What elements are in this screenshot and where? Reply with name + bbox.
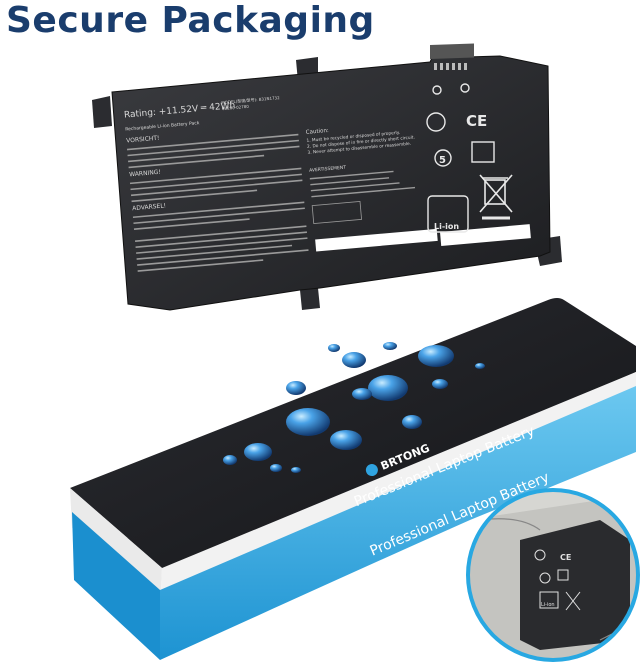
- crossed-bin-icon: [479, 174, 513, 220]
- battery-caption-vorsicht: VORSICHT!: [126, 135, 160, 145]
- battery-white-strip: [315, 228, 438, 252]
- battery-mount-tab: [300, 288, 320, 310]
- plus-terminal-icon: [460, 83, 470, 93]
- battery-part: 0B200-02780: [222, 104, 250, 111]
- battery-mount-tab: [92, 96, 112, 128]
- inset-battery: [520, 520, 630, 650]
- brand-logo-icon: [365, 464, 378, 477]
- inset-ce-mark: CE: [560, 553, 571, 562]
- battery-pack: Rating: +11.52V ═ 42Wh MODEL(型號/型号): B31…: [92, 43, 562, 311]
- battery-caption-warning: WARNING!: [129, 169, 161, 179]
- liion-recycle-icon: [427, 195, 469, 233]
- inset-liion-icon: [539, 591, 559, 609]
- page-title: Secure Packaging: [6, 0, 375, 41]
- inset-s-icon: [539, 572, 551, 584]
- battery-model: MODEL(型號/型号): B31N1732: [221, 94, 280, 105]
- inset-grid-icon: [557, 569, 569, 581]
- battery-avertissement: AVERTISSEMENT: [309, 165, 347, 174]
- inset-liion-label: Li-ion: [541, 602, 555, 608]
- bubble-graphic: [223, 342, 485, 473]
- battery-connector: [430, 43, 474, 59]
- s-mark-glyph: 5: [439, 155, 446, 166]
- box-side-blue: [160, 386, 636, 660]
- inset-border: [466, 488, 640, 662]
- ce-mark: CE: [466, 112, 487, 130]
- battery-small-box: [311, 201, 363, 225]
- s-mark-icon: [434, 149, 452, 167]
- battery-caption-advarsel: ADVARSEL!: [132, 202, 166, 212]
- liion-label: Li-ion: [434, 222, 459, 231]
- box-side-blue-end: [72, 512, 160, 660]
- minus-terminal-icon: [432, 85, 442, 95]
- recycle-mark-icon: [426, 112, 446, 132]
- battery-white-label: [440, 224, 531, 246]
- inset-photo: CE Li-ion: [466, 488, 640, 662]
- inset-recycle-icon: [534, 549, 546, 561]
- grid-mark-icon: [471, 141, 495, 163]
- battery-caution-title: Caution:: [306, 128, 330, 136]
- retail-box: BRTONG Professional Laptop Battery Profe…: [70, 298, 636, 660]
